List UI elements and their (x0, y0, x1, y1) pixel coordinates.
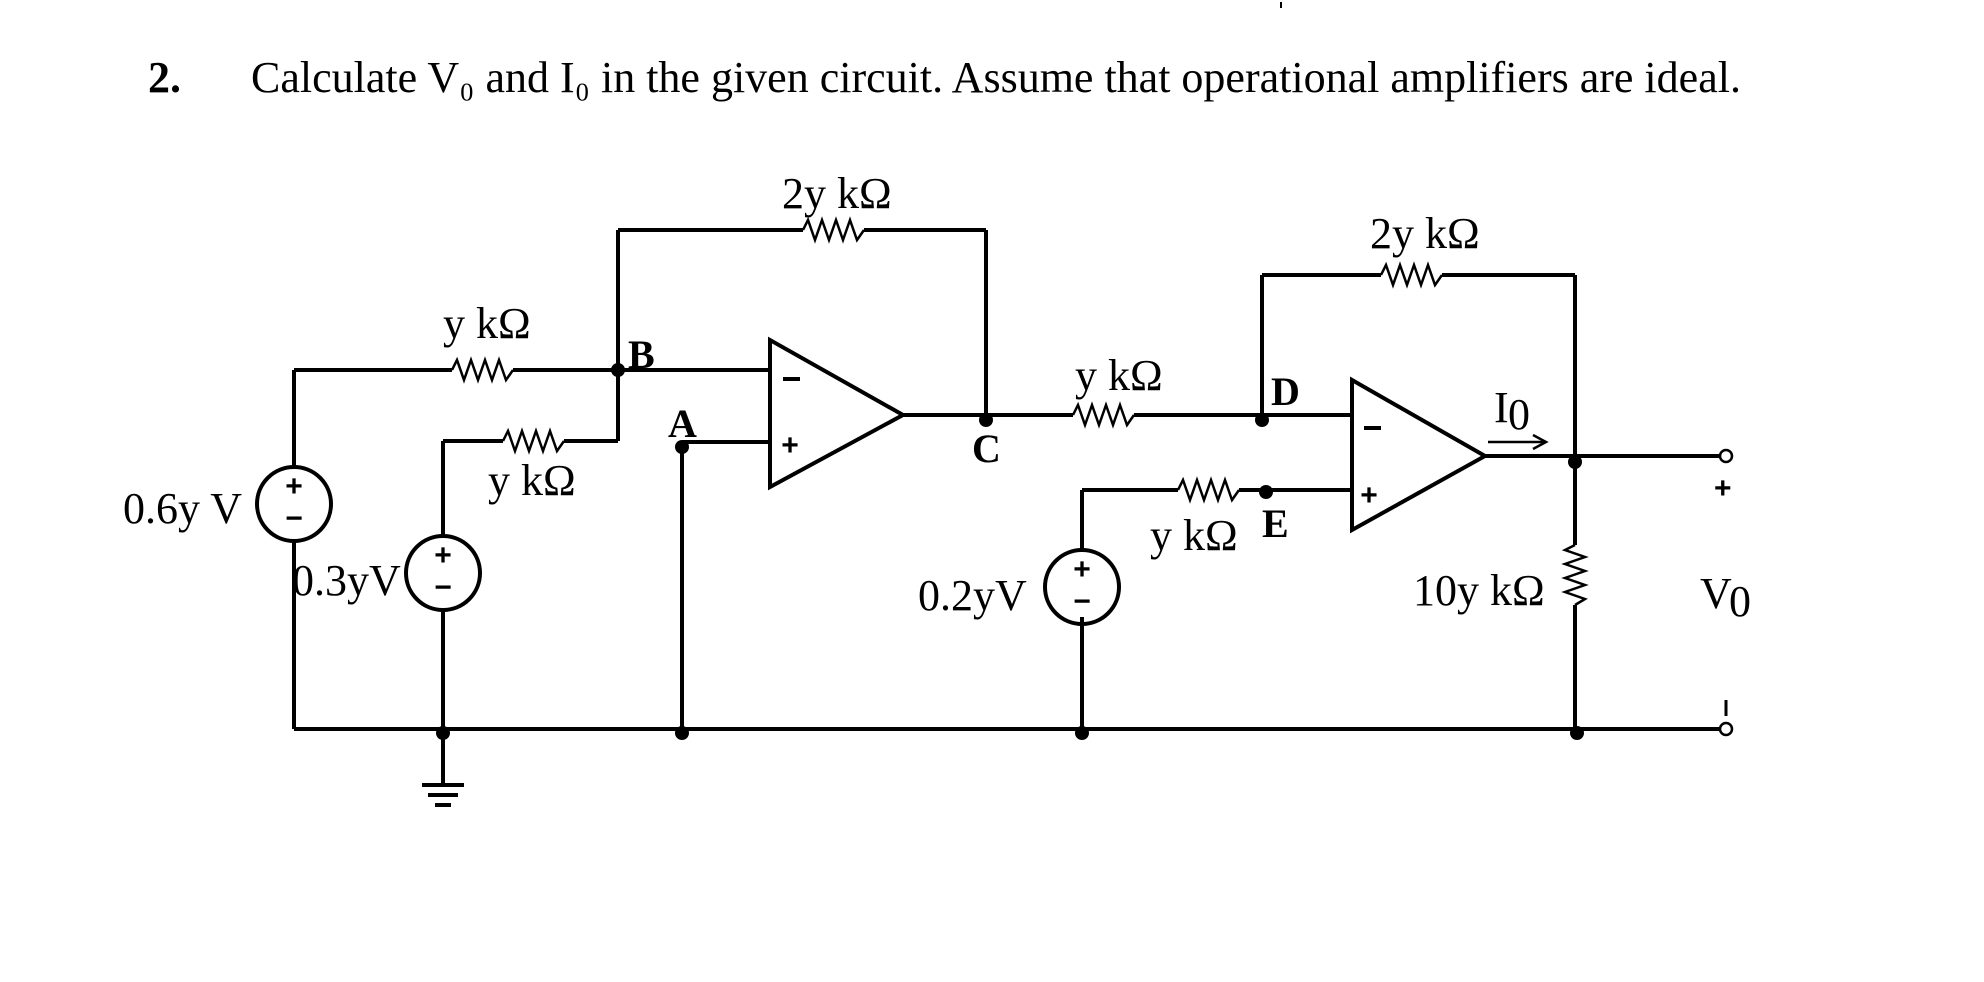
ground-symbol (422, 729, 464, 807)
v1-label: 0.6y V (123, 484, 242, 533)
v2-plus-sign: + (434, 539, 452, 572)
v3-plus-sign: + (1073, 553, 1091, 586)
ground-node-dot-1 (436, 726, 450, 740)
current-i0: I 0 (1488, 383, 1549, 451)
ground-node-dot-2 (675, 726, 689, 740)
node-a-label: A (668, 401, 697, 446)
node-d-label: D (1271, 369, 1300, 414)
v2-minus-sign: − (434, 571, 452, 604)
ground-node-dot-4 (1570, 726, 1584, 740)
problem-text: Calculate V₀ and I₀ in the given circuit… (251, 53, 1741, 102)
resistor-r-in-top (450, 356, 515, 384)
v1-minus-sign: − (285, 502, 303, 535)
node-e-label: E (1262, 501, 1289, 546)
node-c-label: C (972, 426, 1001, 471)
node-c-dot (979, 413, 993, 427)
op-amp-2-plus: + (1360, 479, 1378, 512)
op-amp-1 (768, 336, 908, 491)
resistor-r-feedback-1 (801, 216, 866, 244)
voltage-source-v2: + − (404, 441, 482, 612)
resistor-r-load (1561, 543, 1589, 607)
op-amp-2 (1350, 376, 1490, 534)
resistor-r-e (1176, 476, 1241, 504)
voltage-source-v1: + − (255, 370, 333, 543)
problem-statement: 2. Calculate V₀ and I₀ in the given circu… (148, 52, 1741, 103)
output-label: V (1700, 569, 1732, 618)
current-label: I (1494, 383, 1509, 432)
resistor-r-feedback-2 (1379, 261, 1444, 289)
resistor-r-in-bottom (501, 427, 566, 455)
r-e-label: y kΩ (1150, 511, 1238, 560)
r-in-top-label: y kΩ (443, 299, 531, 348)
r-cd-label: y kΩ (1075, 351, 1163, 400)
v3-label: 0.2yV (918, 571, 1027, 620)
v3-minus-sign: − (1073, 585, 1091, 618)
voltage-source-v3: + − (1043, 548, 1121, 626)
op-amp-1-plus: + (781, 429, 799, 462)
node-a-dot (675, 440, 689, 454)
node-e-dot (1259, 485, 1273, 499)
ground-wires (292, 447, 1577, 731)
v2-label: 0.3yV (292, 556, 401, 605)
ground-node-dot-3 (1075, 726, 1089, 740)
resistor-r-cd (1071, 401, 1136, 429)
output-terminals: + V 0 (1577, 448, 1751, 737)
r-feedback-2-label: 2y kΩ (1370, 209, 1480, 258)
current-subscript: 0 (1508, 390, 1530, 439)
r-in-bottom-label: y kΩ (488, 456, 576, 505)
r-feedback-1-label: 2y kΩ (782, 169, 892, 218)
output-plus: + (1714, 472, 1732, 505)
r-load-label: 10y kΩ (1413, 566, 1545, 615)
problem-number: 2. (148, 53, 181, 102)
output-subscript: 0 (1729, 577, 1751, 626)
v1-plus-sign: + (285, 470, 303, 503)
